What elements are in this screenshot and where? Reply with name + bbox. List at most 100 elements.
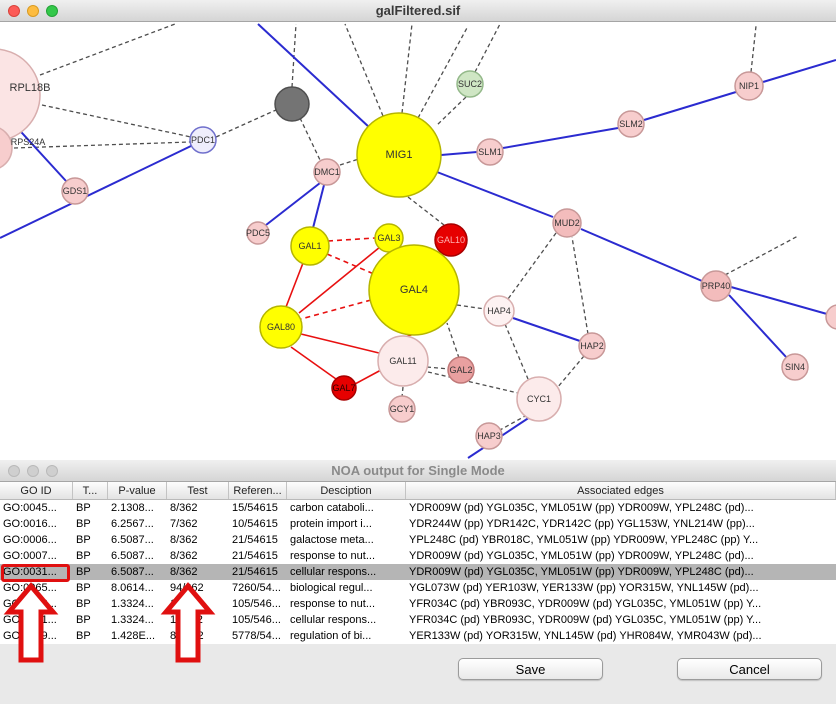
mig1-node[interactable]: [356, 112, 442, 198]
column-header-0[interactable]: GO ID: [0, 482, 73, 499]
table-cell: BP: [76, 550, 91, 562]
prp40-node[interactable]: [700, 270, 732, 302]
network-edge: [440, 151, 478, 156]
gal3-label: GAL3: [377, 233, 400, 243]
cyc1-label: CYC1: [527, 394, 551, 404]
table-cell: regulation of bi...: [290, 630, 372, 642]
table-cell: YDR009W (pd) YGL035C, YML051W (pp) YDR00…: [409, 550, 754, 562]
column-header-1[interactable]: T...: [73, 482, 108, 499]
network-edge: [512, 317, 581, 342]
right-edge-node[interactable]: [825, 304, 836, 330]
table-cell: GO:0016...: [3, 518, 57, 530]
gal11-node[interactable]: [377, 335, 429, 387]
save-button[interactable]: Save: [458, 658, 603, 680]
table-cell: 15/54615: [232, 502, 278, 514]
mud2-node[interactable]: [552, 208, 582, 238]
rps24a-node[interactable]: [0, 126, 13, 170]
column-header-4[interactable]: Referen...: [229, 482, 287, 499]
column-header-3[interactable]: Test: [167, 482, 229, 499]
network-edge: [300, 299, 372, 320]
table-cell: YER133W (pd) YOR315W, YNL145W (pd) YHR08…: [409, 630, 762, 642]
gal2-node[interactable]: [447, 356, 475, 384]
gal10-node[interactable]: [434, 223, 468, 257]
gal7-label: GAL7: [332, 383, 355, 393]
slm2-label: SLM2: [619, 119, 643, 129]
gcy1-node[interactable]: [388, 395, 416, 423]
zoom-button-icon[interactable]: [46, 465, 58, 477]
close-button-icon[interactable]: [8, 465, 20, 477]
gal80-node[interactable]: [259, 305, 303, 349]
nip1-node[interactable]: [734, 71, 764, 101]
hap4-node[interactable]: [483, 295, 515, 327]
table-cell: cellular respons...: [290, 566, 377, 578]
slm2-node[interactable]: [617, 110, 645, 138]
network-edge: [571, 236, 589, 335]
gal11-label: GAL11: [389, 356, 416, 366]
network-edge: [291, 23, 297, 88]
hap2-node[interactable]: [578, 332, 606, 360]
network-edge: [426, 366, 450, 370]
sin4-node[interactable]: [781, 353, 809, 381]
network-edge: [312, 184, 325, 229]
table-cell: GO:0031...: [3, 566, 57, 578]
table-cell: BP: [76, 598, 91, 610]
hap3-label: HAP3: [477, 431, 501, 441]
table-cell: 105/546...: [232, 614, 281, 626]
close-button-icon[interactable]: [8, 5, 20, 17]
gal1-node[interactable]: [290, 226, 330, 266]
gds1-node[interactable]: [61, 177, 89, 205]
network-edge: [41, 104, 192, 138]
slm1-node[interactable]: [476, 138, 504, 166]
network-edge: [298, 246, 381, 314]
rpl18b-node[interactable]: [0, 48, 41, 142]
table-cell: 7260/54...: [232, 582, 281, 594]
table-cell: GO:0007...: [3, 550, 57, 562]
dmc1-node[interactable]: [313, 158, 341, 186]
table-cell: BP: [76, 502, 91, 514]
column-header-6[interactable]: Associated edges: [406, 482, 836, 499]
cancel-button[interactable]: Cancel: [677, 658, 822, 680]
table-cell: carbon cataboli...: [290, 502, 374, 514]
table-cell: 1.3324...: [111, 598, 154, 610]
gal4-node[interactable]: [368, 244, 460, 336]
minimize-button-icon[interactable]: [27, 5, 39, 17]
table-cell: 10/54615: [232, 518, 278, 530]
table-cell: 6.5087...: [111, 534, 154, 546]
table-cell: 6.5087...: [111, 550, 154, 562]
column-header-5[interactable]: Desciption: [287, 482, 406, 499]
pdc5-node[interactable]: [246, 221, 270, 245]
table-cell: 2.1308...: [111, 502, 154, 514]
network-edge: [499, 414, 528, 431]
network-edge: [339, 157, 363, 166]
pdc1-node[interactable]: [189, 126, 217, 154]
gal4-label: GAL4: [400, 284, 428, 296]
table-cell: 1.428E...: [111, 630, 156, 642]
unnamed-gray-node[interactable]: [274, 86, 310, 122]
zoom-button-icon[interactable]: [46, 5, 58, 17]
network-edge: [290, 346, 337, 380]
gal7-node[interactable]: [331, 375, 357, 401]
cyc1-node[interactable]: [516, 376, 562, 422]
minimize-button-icon[interactable]: [27, 465, 39, 477]
table-cell: BP: [76, 534, 91, 546]
table-cell: response to nut...: [290, 550, 375, 562]
hap2-label: HAP2: [580, 341, 604, 351]
hap3-node[interactable]: [475, 422, 503, 450]
suc2-node[interactable]: [456, 70, 484, 98]
table-cell: YDR009W (pd) YGL035C, YML051W (pp) YDR00…: [409, 502, 754, 514]
mud2-label: MUD2: [554, 218, 580, 228]
column-header-2[interactable]: P-value: [108, 482, 167, 499]
